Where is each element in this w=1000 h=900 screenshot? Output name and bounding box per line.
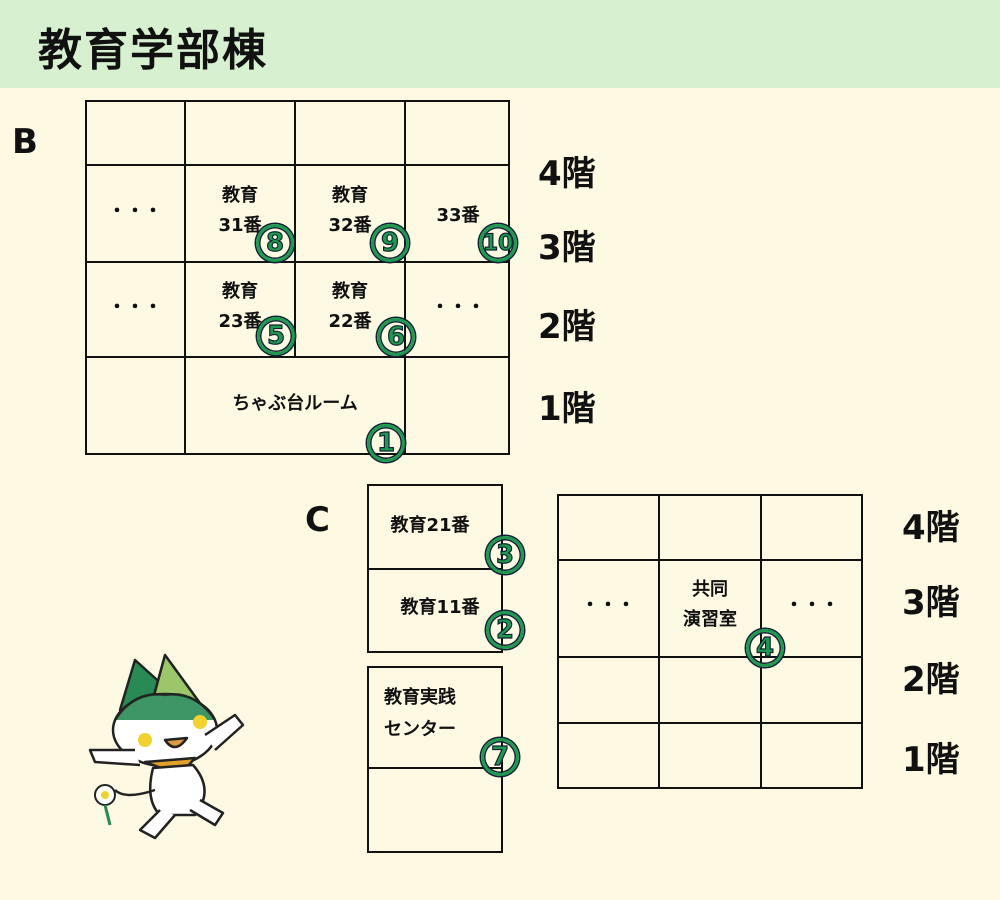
practice-center-line1: 教育実践 (384, 687, 456, 708)
room-23-line2: 23番 (218, 311, 262, 332)
marker-8: 8 (256, 224, 294, 262)
floor-label: 2階 (538, 307, 596, 347)
flower-icon (94, 784, 116, 826)
page-title: 教育学部棟 (38, 25, 268, 76)
room-dots: ・・・ (785, 595, 839, 616)
mascot-cat-illustration (88, 653, 245, 840)
kyodo-line1: 共同 (692, 579, 728, 600)
floor-label: 1階 (902, 740, 960, 780)
header-bar (0, 0, 1000, 88)
marker-5: 5 (257, 317, 295, 355)
marker-3: 3 (486, 536, 524, 574)
building-c-label: C (305, 500, 330, 540)
room-dots: ・・・ (581, 595, 635, 616)
floor-label: 3階 (902, 583, 960, 623)
room-33: 33番 (436, 205, 480, 226)
room-32-line2: 32番 (328, 215, 372, 236)
practice-center-line2: センター (384, 719, 456, 740)
building-b-grid (85, 100, 510, 455)
room-dots: ・・・ (108, 297, 162, 318)
marker-1: 1 (367, 424, 405, 462)
floor-label: 1階 (538, 389, 596, 429)
room-22-line2: 22番 (328, 311, 372, 332)
marker-10: 10 (479, 224, 517, 262)
floor-label: 2階 (902, 660, 960, 700)
marker-4: 4 (746, 629, 784, 667)
room-31-line1: 教育 (222, 185, 258, 206)
room-32-line1: 教育 (332, 185, 368, 206)
room-21: 教育21番 (390, 515, 470, 536)
room-31-line2: 31番 (218, 215, 262, 236)
marker-7: 7 (481, 738, 519, 776)
marker-9: 9 (371, 224, 409, 262)
room-chabudai: ちゃぶ台ルーム (232, 393, 358, 414)
room-11: 教育11番 (400, 597, 480, 618)
room-23-line1: 教育 (222, 281, 258, 302)
building-b-label: B (12, 122, 38, 162)
marker-2: 2 (486, 611, 524, 649)
room-dots: ・・・ (108, 201, 162, 222)
room-dots: ・・・ (431, 297, 485, 318)
floor-label: 3階 (538, 228, 596, 268)
room-22-line1: 教育 (332, 281, 368, 302)
floor-label: 4階 (538, 154, 596, 194)
kyodo-line2: 演習室 (683, 609, 737, 630)
building-c-grid (557, 494, 863, 789)
marker-6: 6 (377, 318, 415, 356)
floor-label: 4階 (902, 508, 960, 548)
